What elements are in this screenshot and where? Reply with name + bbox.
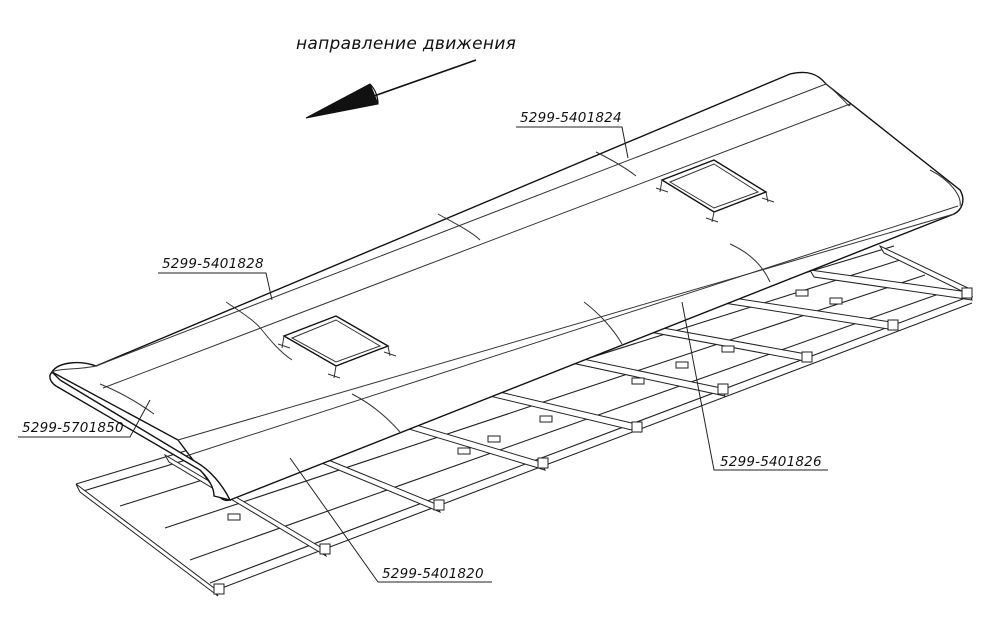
beam-ends xyxy=(213,287,973,595)
roof-hatch-left xyxy=(277,315,397,379)
callout-left-panel-label: 5299-5401828 xyxy=(162,256,264,272)
callout-left-lower-panel: 5299-5401820 xyxy=(289,457,492,583)
callout-top-panel-label: 5299-5401824 xyxy=(520,110,622,126)
callout-top-panel: 5299-5401824 xyxy=(516,110,629,159)
direction-label: направление движения xyxy=(296,34,516,54)
panel-seams xyxy=(99,151,771,433)
callout-end-panel-label: 5299-5701850 xyxy=(22,420,124,436)
brackets xyxy=(227,289,843,521)
direction-indicator: направление движения xyxy=(296,34,516,119)
callout-right-lower-panel-label: 5299-5401826 xyxy=(720,454,822,470)
roof-hatch-right xyxy=(655,159,775,223)
callout-left-panel: 5299-5401828 xyxy=(158,256,273,301)
callout-end-panel: 5299-5701850 xyxy=(18,399,151,438)
callouts: 5299-5401824 5299-5401828 5299-5701850 5… xyxy=(18,110,828,583)
roof-shell xyxy=(49,71,964,502)
direction-arrow-icon xyxy=(305,59,477,119)
callout-left-lower-panel-label: 5299-5401820 xyxy=(382,566,484,582)
callout-right-lower-panel: 5299-5401826 xyxy=(681,301,828,471)
